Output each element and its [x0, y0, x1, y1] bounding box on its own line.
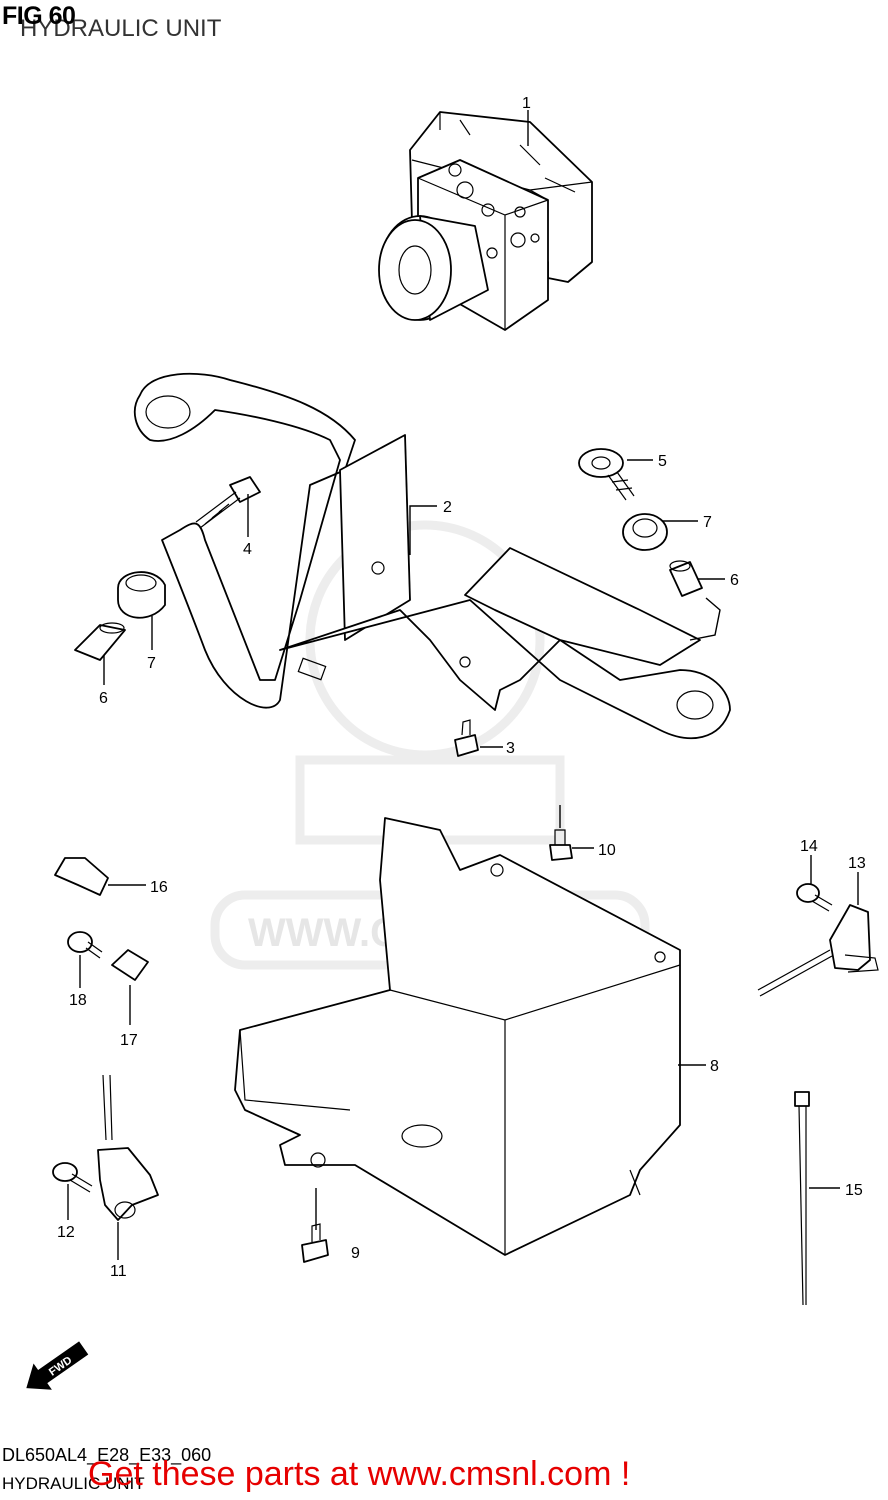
part-bolt-5 — [578, 448, 635, 501]
part-bolt-9 — [301, 1223, 329, 1263]
promo-link[interactable]: Get these parts at www.cmsnl.com ! — [88, 1455, 631, 1493]
part-collar-6-right — [669, 560, 703, 597]
callout-15: 15 — [845, 1182, 863, 1199]
callout-16: 16 — [150, 879, 168, 896]
callout-2: 2 — [443, 499, 452, 516]
callout-4: 4 — [243, 541, 252, 558]
callout-5: 5 — [658, 453, 667, 470]
part-clamp-16 — [54, 857, 109, 896]
part-bolt-18 — [67, 931, 103, 959]
part-bolt-4 — [195, 476, 261, 529]
part-tray — [234, 817, 681, 1256]
callout-8: 8 — [710, 1058, 719, 1075]
part-bolt-12 — [52, 1162, 93, 1193]
part-hydraulic-unit — [378, 111, 593, 331]
callout-labels: 1 2 3 4 5 6 6 7 7 8 9 10 11 12 13 14 15 … — [57, 95, 866, 1280]
callout-7-right: 7 — [703, 514, 712, 531]
part-clip-10 — [549, 829, 573, 861]
leader-lines — [67, 110, 859, 1260]
callout-6-left: 6 — [99, 690, 108, 707]
callout-13: 13 — [848, 855, 866, 872]
part-bolt-3 — [454, 719, 479, 757]
callout-7-left: 7 — [147, 655, 156, 672]
callout-1: 1 — [522, 95, 531, 112]
part-cable-tie-15 — [794, 1091, 810, 1306]
figure-title: HYDRAULIC UNIT — [20, 15, 222, 42]
figure-number: FIG 60 — [2, 2, 76, 30]
forward-arrow-icon: FWD — [26, 1341, 89, 1390]
diagram-code: DL650AL4_E28_E33_060 — [2, 1445, 212, 1465]
part-sensor-11 — [97, 1074, 159, 1221]
callout-9: 9 — [351, 1245, 360, 1262]
callout-6-right: 6 — [730, 572, 739, 589]
callout-14: 14 — [800, 838, 818, 855]
callout-11: 11 — [110, 1263, 127, 1280]
part-bracket — [133, 372, 731, 739]
callout-18: 18 — [69, 992, 87, 1009]
callout-12: 12 — [57, 1224, 75, 1241]
part-grommet-7-left — [117, 571, 166, 619]
part-grommet-7-right — [622, 513, 668, 551]
part-clip-17 — [111, 949, 149, 981]
callout-17: 17 — [120, 1032, 138, 1049]
part-bolt-14 — [796, 883, 833, 912]
part-sensor-13 — [757, 904, 879, 997]
callout-10: 10 — [598, 842, 616, 859]
callout-3: 3 — [506, 740, 515, 757]
part-collar-6-left — [74, 622, 126, 661]
footer-title: HYDRAULIC UNIT — [2, 1474, 145, 1493]
